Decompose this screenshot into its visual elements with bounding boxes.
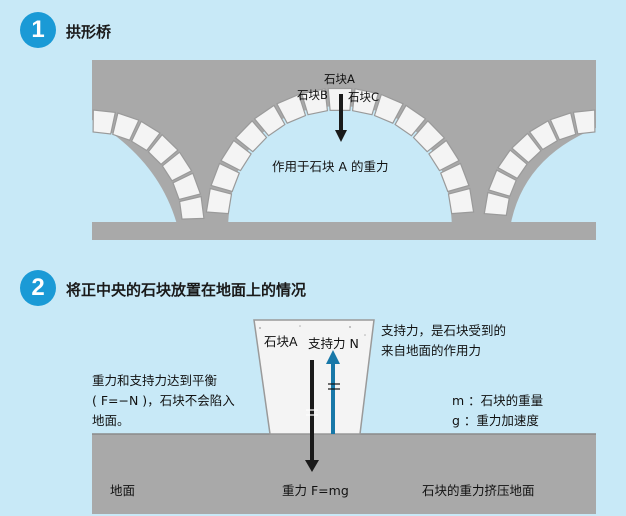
central-arch-stone [210, 162, 241, 193]
left-arch-stone [172, 172, 202, 201]
right-arch-stone [549, 112, 577, 141]
left-arch-opening [92, 120, 178, 228]
label-stone-c: 石块C [348, 90, 380, 104]
right-arch-stone [487, 169, 517, 197]
label-gravity-on-stone-a: 作用于石块 A 的重力 [272, 159, 389, 174]
definition-m: m ：石块的重量 [452, 393, 544, 408]
arch-stones [92, 87, 596, 220]
central-arch-stone [394, 104, 427, 137]
definition-g: g ：重力加速度 [452, 413, 539, 428]
label-stone-a: 石块A [324, 72, 355, 86]
gravity-force-arrow [305, 360, 319, 472]
central-arch-stone [447, 187, 475, 215]
left-arch-stone [92, 109, 117, 135]
section2-number-badge: 2 [20, 270, 56, 306]
section1-title: 拱形桥 [66, 23, 112, 41]
balance-note-line2: ( F=−N )，石块不会陷入 [92, 393, 235, 408]
section2-title: 将正中央的石块放置在地面上的情况 [66, 281, 307, 299]
label-stone-a-block: 石块A [264, 334, 298, 349]
right-arch-stone [497, 149, 528, 180]
label-support-force: 支持力 N [308, 336, 359, 351]
central-arch-stone [205, 187, 233, 215]
support-force-arrow [326, 350, 340, 434]
central-arch-stone [220, 139, 252, 172]
balance-note-line1: 重力和支持力达到平衡 [92, 373, 218, 388]
left-arch-stone [130, 120, 161, 152]
stone-texture [259, 325, 366, 339]
central-arch-stone [300, 88, 329, 116]
left-arch-stone [147, 133, 179, 166]
gravity-arrow-stone-a [335, 94, 347, 142]
central-arch-stone [412, 120, 446, 153]
central-arch-stone [276, 93, 307, 124]
central-arch-stone [253, 104, 286, 137]
right-arch-opening [510, 128, 596, 228]
label-gravity-formula: 重力 F=mg [282, 483, 349, 498]
label-ground: 地面 [110, 483, 136, 498]
right-arch-stone [483, 191, 510, 216]
left-arch-stone [161, 151, 193, 182]
right-arch-stone [572, 109, 596, 135]
central-arch-stone [428, 139, 460, 172]
support-description-line1: 支持力，是石块受到的 [381, 323, 507, 338]
central-arch-stone [351, 88, 380, 116]
central-arch-stone [439, 162, 470, 193]
central-arch-stone [373, 93, 404, 124]
left-arch-stone [112, 112, 140, 141]
left-arch-stone [178, 195, 205, 220]
label-stone-b: 石块B [297, 88, 328, 102]
central-arch-opening [228, 106, 452, 228]
ground-slab [92, 434, 596, 514]
central-arch-stone [234, 120, 268, 153]
right-arch-stone [511, 132, 542, 164]
label-press-ground: 石块的重力挤压地面 [422, 483, 535, 498]
balance-note-line3: 地面。 [92, 413, 130, 428]
bridge-ground [92, 222, 596, 240]
section1-number-badge: 1 [20, 12, 56, 48]
right-arch-stone [528, 119, 559, 151]
support-description-line2: 来自地面的作用力 [381, 343, 482, 358]
